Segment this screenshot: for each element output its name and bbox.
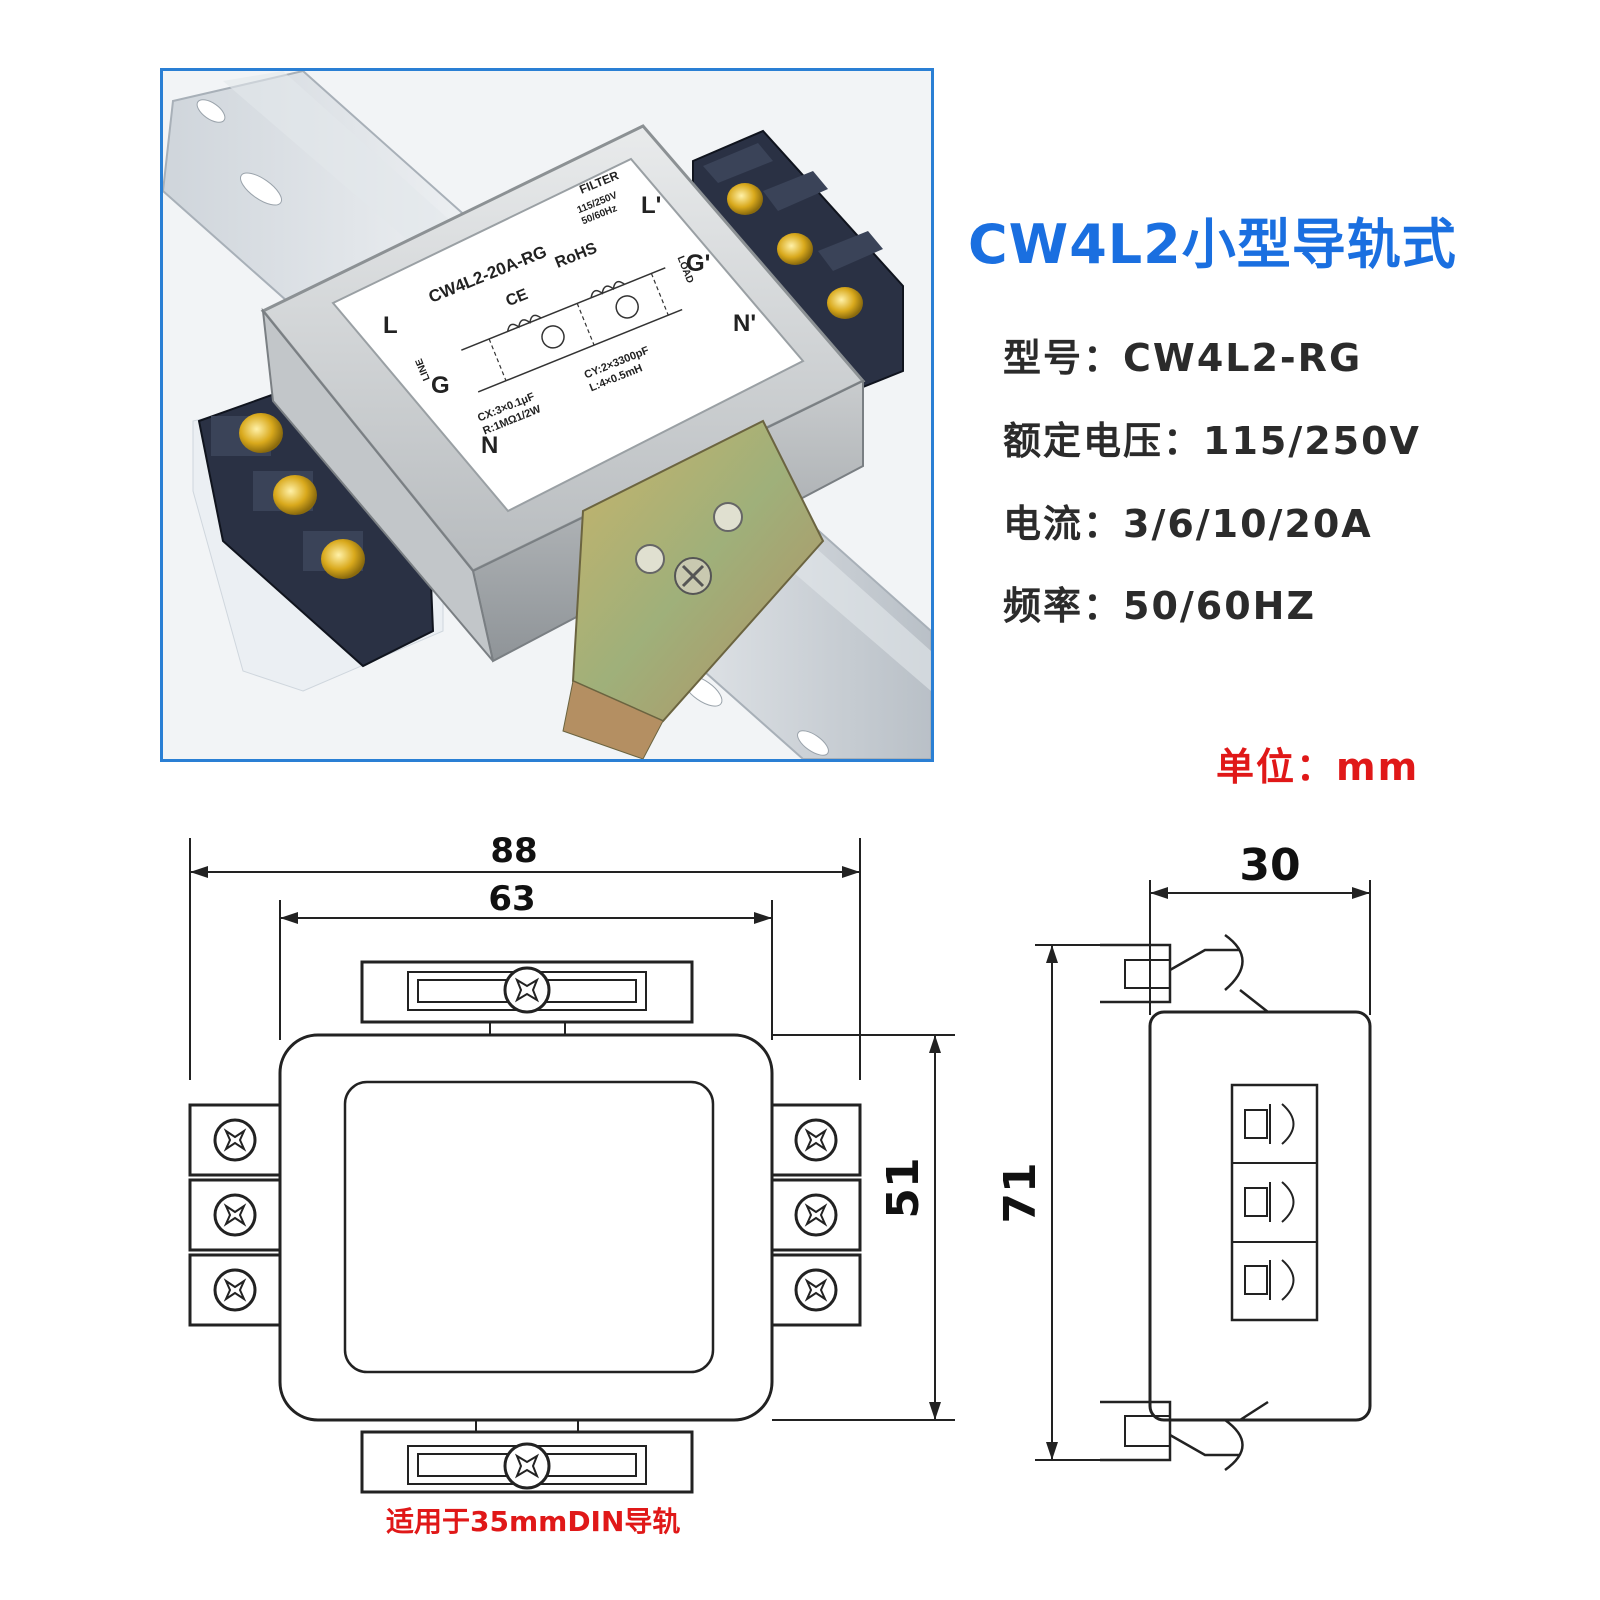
unit-note: 单位：mm	[1216, 745, 1420, 789]
dimension-30-label: 30	[1239, 840, 1300, 891]
terminal-l-prime-label: L'	[641, 192, 661, 219]
product-title: CW4L2小型导轨式	[968, 213, 1457, 276]
spec-voltage-label: 额定电压：	[1003, 419, 1204, 463]
bottom-din-clip	[360, 1420, 694, 1494]
label-area-outline	[343, 1080, 715, 1374]
screw-icon	[213, 1193, 257, 1237]
spec-current: 电流：3/6/10/20A	[1003, 493, 1373, 548]
terminal-letters: L G N L' G' N'	[383, 192, 756, 459]
screw-icon	[213, 1268, 257, 1312]
dimension-30-line	[1149, 880, 1371, 1015]
terminal-n-label: N	[481, 432, 498, 459]
right-terminal-tabs	[770, 1103, 862, 1327]
screw-icon	[727, 183, 763, 215]
dimension-63-label: 63	[488, 879, 535, 919]
filter-body-outline	[278, 1033, 774, 1422]
terminal-g-prime-label: G'	[686, 250, 710, 277]
spec-frequency: 频率：50/60HZ	[1003, 575, 1316, 630]
dimension-71-label: 71	[995, 1162, 1046, 1223]
top-din-clip	[360, 960, 694, 1040]
product-photo: CW4L2-20A-RG FILTER 115/250V 50/60Hz RoH…	[160, 68, 934, 762]
terminal-n-prime-label: N'	[733, 310, 756, 337]
din-clip-bracket	[562, 419, 825, 759]
front-view	[188, 838, 955, 1494]
product-photo-illustration: CW4L2-20A-RG FILTER 115/250V 50/60Hz RoH…	[163, 71, 931, 759]
screw-icon	[273, 475, 317, 515]
dimension-88-label: 88	[490, 831, 537, 871]
dimension-63-line	[279, 900, 773, 1040]
side-bottom-clip	[1100, 1400, 1269, 1472]
terminal-g-label: G	[431, 372, 450, 399]
spec-model-label: 型号：	[1003, 336, 1124, 380]
left-terminal-tabs	[188, 1103, 282, 1327]
spec-current-value: 3/6/10/20A	[1123, 502, 1373, 546]
screw-icon	[777, 233, 813, 265]
din-rail-note: 适用于35mmDIN导轨	[386, 1505, 681, 1538]
side-terminal-block	[1230, 1083, 1319, 1322]
screw-icon	[213, 1118, 257, 1162]
spec-current-label: 电流：	[1003, 502, 1124, 546]
side-view	[1035, 880, 1372, 1472]
circuit-schematic	[461, 267, 683, 393]
spec-model-value: CW4L2-RG	[1123, 336, 1363, 380]
screw-icon	[321, 539, 365, 579]
screw-icon	[794, 1193, 838, 1237]
dimension-51-label: 51	[878, 1157, 929, 1218]
spec-frequency-value: 50/60HZ	[1123, 584, 1317, 628]
screw-icon	[239, 413, 283, 453]
spec-voltage: 额定电压：115/250V	[1003, 410, 1421, 465]
terminal-l-label: L	[383, 312, 398, 339]
side-top-clip	[1100, 933, 1269, 1013]
screw-icon	[827, 287, 863, 319]
spec-voltage-value: 115/250V	[1203, 419, 1421, 463]
spec-model: 型号：CW4L2-RG	[1003, 327, 1362, 382]
dimension-88-line	[189, 838, 861, 1080]
dimension-51-line	[772, 1034, 955, 1421]
screw-icon	[794, 1118, 838, 1162]
spec-frequency-label: 频率：	[1003, 584, 1124, 628]
screw-icon	[794, 1268, 838, 1312]
dimension-71-line	[1035, 944, 1150, 1461]
